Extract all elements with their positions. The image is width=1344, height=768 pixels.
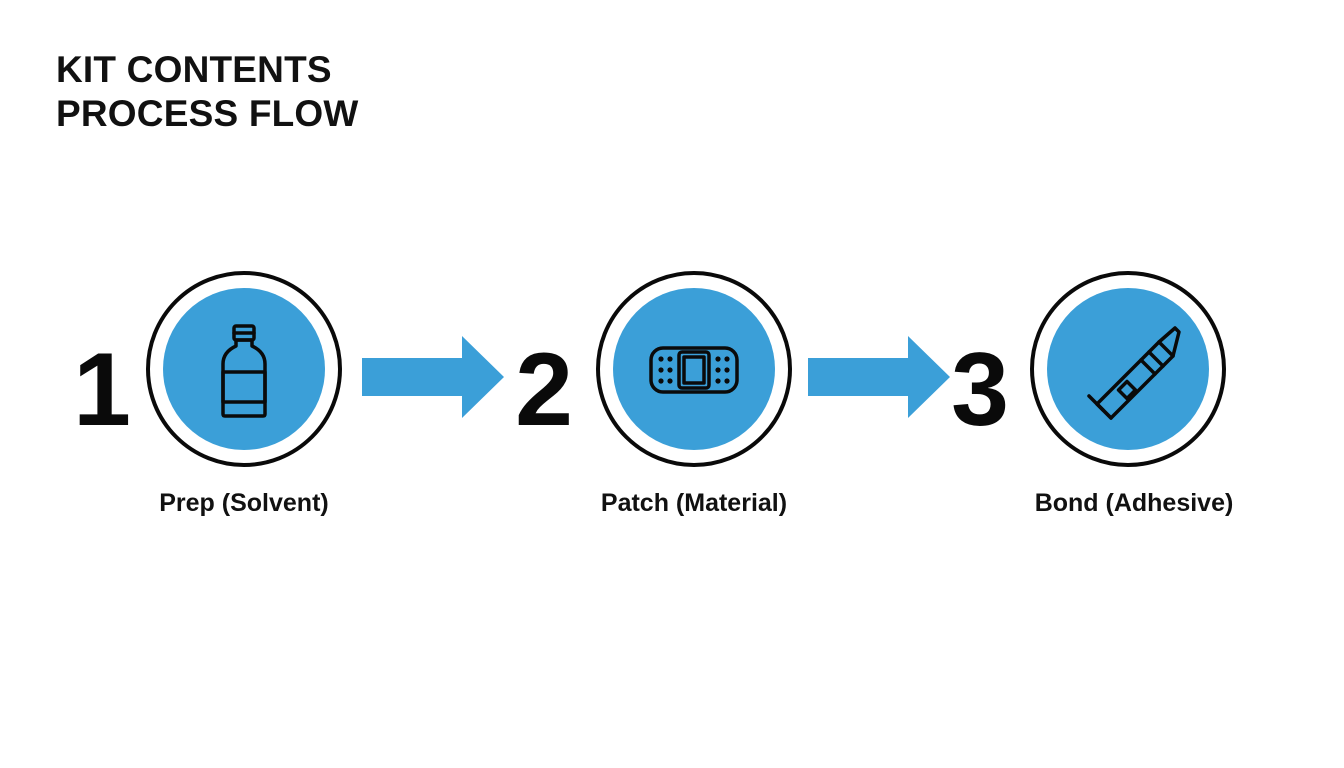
title-line-2: PROCESS FLOW (56, 93, 359, 134)
patch-bandage-icon (649, 346, 739, 394)
bottle-icon (221, 324, 267, 418)
step-1-circle (146, 271, 342, 467)
step-3-number: 3 (951, 332, 1009, 448)
step-2-circle (596, 271, 792, 467)
diagram-title: KIT CONTENTS PROCESS FLOW (56, 48, 359, 136)
flow-arrow-1 (362, 336, 504, 418)
glue-tube-icon (1087, 326, 1181, 420)
step-1-label: Prep (Solvent) (159, 489, 329, 517)
step-3-label: Bond (Adhesive) (1034, 489, 1234, 517)
step-3-circle (1030, 271, 1226, 467)
patch-dots (658, 356, 730, 384)
title-line-1: KIT CONTENTS (56, 49, 332, 90)
step-1-disc (163, 288, 325, 450)
step-2-disc (613, 288, 775, 450)
step-3-disc (1047, 288, 1209, 450)
flow-arrow-2 (808, 336, 950, 418)
step-2-label: Patch (Material) (600, 489, 788, 517)
step-2-number: 2 (515, 332, 573, 448)
step-1-number: 1 (73, 332, 131, 448)
